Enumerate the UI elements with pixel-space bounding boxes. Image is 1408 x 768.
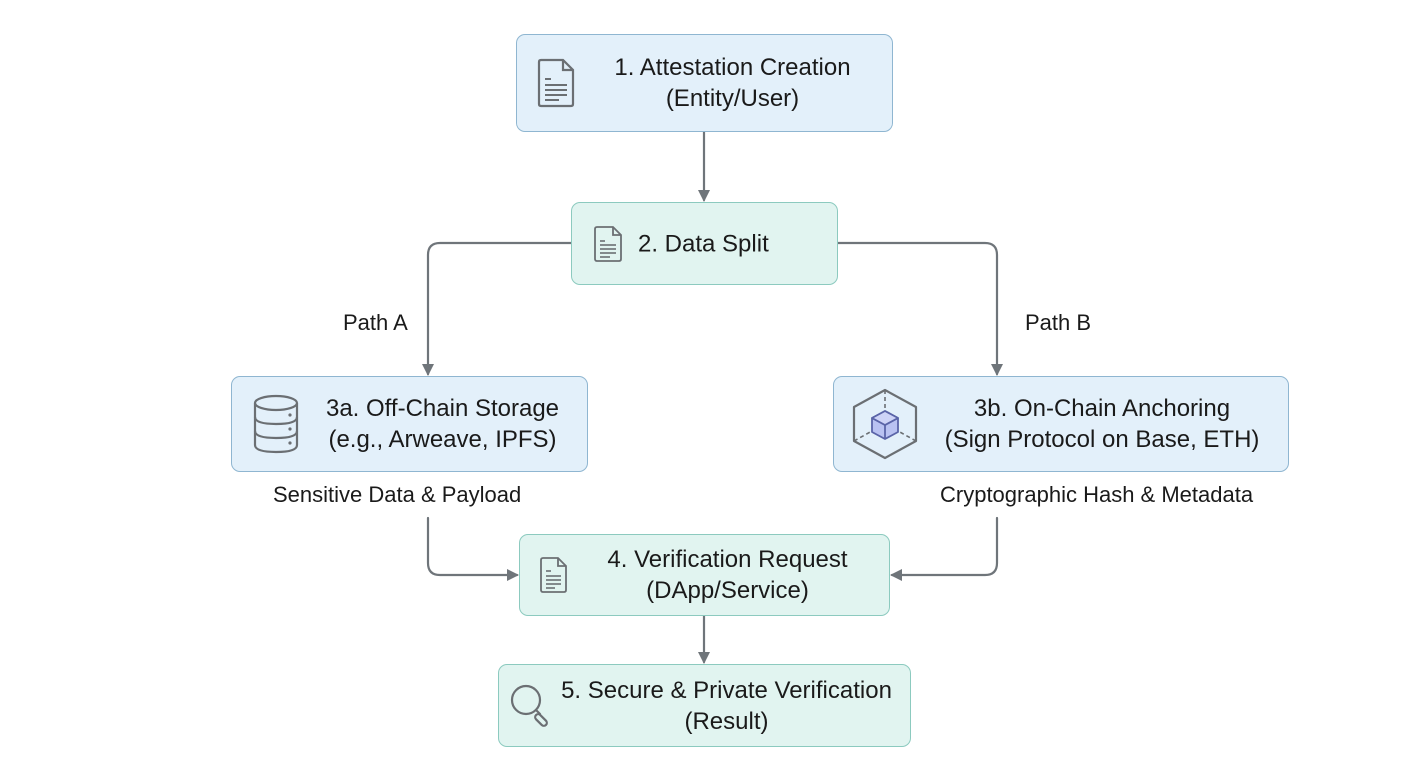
node-subtitle: (DApp/Service) bbox=[646, 577, 809, 604]
edge-label-cryptographic-hash: Cryptographic Hash & Metadata bbox=[940, 482, 1254, 507]
document-icon bbox=[540, 556, 568, 594]
edge-label-path-a: Path A bbox=[343, 310, 408, 335]
edge-label-path-b: Path B bbox=[1025, 310, 1092, 335]
node-verification-request: 4. Verification Request (DApp/Service) bbox=[519, 534, 890, 616]
node-title: 4. Verification Request bbox=[607, 546, 848, 573]
node-title: 1. Attestation Creation bbox=[614, 54, 851, 81]
edge-2-to-3b bbox=[836, 241, 1003, 376]
edge-2-to-3a bbox=[422, 241, 573, 376]
node-secure-private-verification: 5. Secure & Private Verification (Result… bbox=[498, 664, 911, 747]
node-subtitle: (Sign Protocol on Base, ETH) bbox=[944, 426, 1260, 453]
node-label: 4. Verification Request (DApp/Service) bbox=[580, 544, 875, 606]
node-title: 2. Data Split bbox=[638, 230, 769, 257]
node-attestation-creation: 1. Attestation Creation (Entity/User) bbox=[516, 34, 893, 132]
node-data-split: 2. Data Split bbox=[571, 202, 838, 285]
search-icon bbox=[509, 683, 553, 729]
document-icon bbox=[594, 225, 624, 263]
node-label: 3a. Off-Chain Storage (e.g., Arweave, IP… bbox=[312, 393, 573, 455]
node-subtitle: (e.g., Arweave, IPFS) bbox=[328, 426, 557, 453]
node-title: 3a. Off-Chain Storage bbox=[325, 395, 560, 422]
node-subtitle: (Entity/User) bbox=[665, 85, 800, 112]
edge-3a-to-4 bbox=[426, 516, 519, 581]
node-title: 3b. On-Chain Anchoring bbox=[973, 395, 1231, 422]
edge-3b-to-4 bbox=[890, 516, 999, 581]
edge-label-sensitive-data: Sensitive Data & Payload bbox=[273, 482, 522, 507]
node-label: 2. Data Split bbox=[638, 228, 769, 259]
cube-icon bbox=[850, 387, 920, 461]
node-on-chain-anchoring: 3b. On-Chain Anchoring (Sign Protocol on… bbox=[833, 376, 1289, 472]
node-title: 5. Secure & Private Verification bbox=[561, 676, 892, 704]
database-icon bbox=[252, 394, 300, 454]
document-icon bbox=[537, 57, 577, 109]
node-label: 5. Secure & Private Verification (Result… bbox=[549, 675, 904, 737]
node-off-chain-storage: 3a. Off-Chain Storage (e.g., Arweave, IP… bbox=[231, 376, 588, 472]
node-label: 1. Attestation Creation (Entity/User) bbox=[587, 52, 878, 114]
node-label: 3b. On-Chain Anchoring (Sign Protocol on… bbox=[932, 393, 1272, 455]
node-subtitle: (Result) bbox=[684, 707, 769, 735]
